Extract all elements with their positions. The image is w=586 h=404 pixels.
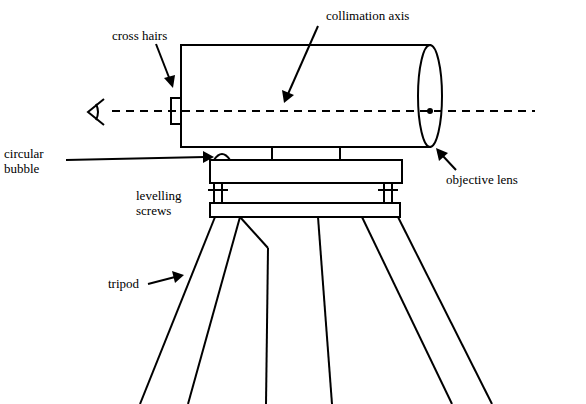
objective-lens <box>418 45 442 147</box>
part-label: circular bubble <box>4 146 64 176</box>
telescope-body <box>181 45 430 147</box>
part-label: tripod <box>108 276 139 291</box>
collimation-line <box>112 110 535 112</box>
leader-arrows <box>66 26 456 284</box>
eye-pupil <box>96 104 98 120</box>
tripod-legs <box>140 217 492 404</box>
levelling-head <box>210 160 402 183</box>
circular-bubble <box>214 154 230 160</box>
part-label: objective lens <box>446 172 518 187</box>
part-label: levelling screws <box>136 188 206 218</box>
part-label: collimation axis <box>326 8 409 23</box>
base-plate <box>210 203 400 217</box>
part-label: cross hairs <box>112 28 167 43</box>
eye <box>88 99 104 125</box>
levelling-screw <box>384 183 392 203</box>
levelling-screw <box>214 183 222 203</box>
lens-centre <box>427 108 433 114</box>
